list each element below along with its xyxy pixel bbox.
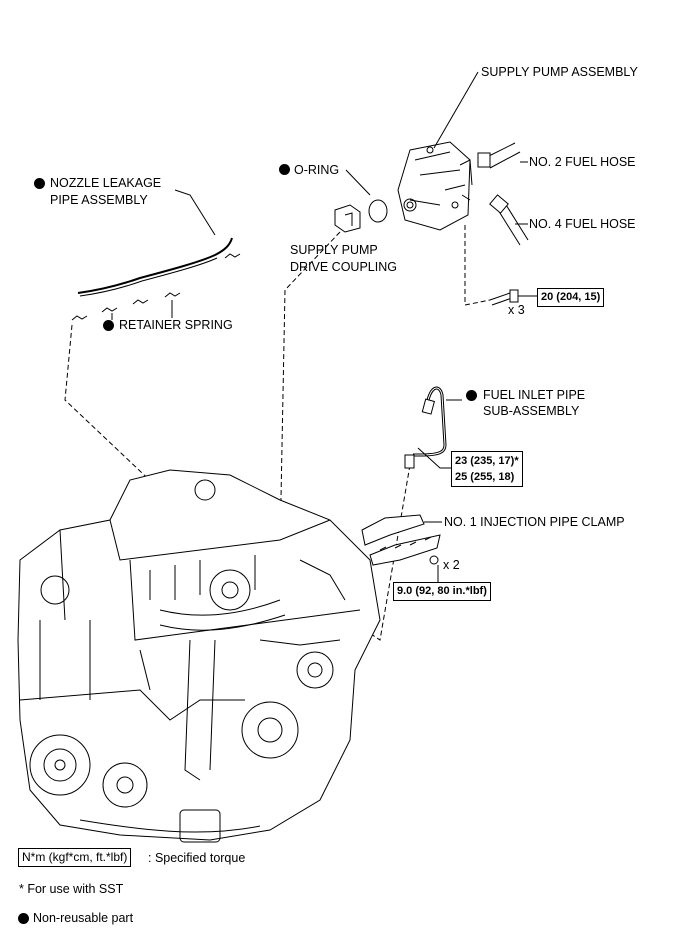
fuel-inlet-torque-box: 23 (235, 17)* 25 (255, 18) [451, 451, 523, 487]
engine-drawing [17, 469, 381, 843]
clamp-nut-qty: x 2 [443, 558, 460, 572]
o-ring-drawing [368, 199, 388, 223]
clamp-nut-torque: 9.0 (92, 80 in.*lbf) [393, 582, 491, 601]
legend-torque-unit: N*m (kgf*cm, ft.*lbf) [18, 848, 132, 867]
coupling-drawing [334, 204, 361, 233]
nozzle-pipe-label-line1: NOZZLE LEAKAGE [50, 176, 162, 190]
pump-bolt-torque: 20 (204, 15) [537, 288, 605, 307]
non-reusable-dot-icon [18, 913, 29, 924]
non-reusable-dot-icon [279, 164, 290, 175]
no2-fuel-hose-drawing [477, 142, 521, 169]
nozzle-pipe-drawing [77, 237, 233, 294]
non-reusable-dot-icon [103, 320, 114, 331]
fuel-inlet-label-line1: FUEL INLET PIPE [483, 388, 586, 402]
clamp-drawing [361, 514, 425, 546]
non-reusable-dot-icon [466, 390, 477, 401]
legend-torque-desc: : Specified torque [148, 851, 246, 865]
supply-pump-assembly-label: SUPPLY PUMP ASSEMBLY [481, 65, 638, 79]
leader-line [433, 71, 479, 149]
coupling-label-line1: SUPPLY PUMP [290, 243, 378, 257]
fuel-inlet-torque: 25 (255, 18) [455, 471, 515, 483]
legend-non-reusable: Non-reusable part [33, 911, 134, 925]
coupling-label-line2: DRIVE COUPLING [290, 260, 397, 274]
nozzle-pipe-label-line2: PIPE ASSEMBLY [50, 193, 148, 207]
injection-clamp-label: NO. 1 INJECTION PIPE CLAMP [444, 515, 625, 529]
no2-fuel-hose-label: NO. 2 FUEL HOSE [529, 155, 636, 169]
fuel-inlet-label-line2: SUB-ASSEMBLY [483, 404, 580, 418]
fuel-inlet-torque-sst: 23 (235, 17)* [455, 455, 519, 467]
pump-bolt-qty: x 3 [508, 303, 525, 317]
no4-fuel-hose-label: NO. 4 FUEL HOSE [529, 217, 636, 231]
bolt-drawing [489, 292, 513, 306]
non-reusable-dot-icon [34, 178, 45, 189]
retainer-spring-label: RETAINER SPRING [119, 318, 233, 332]
legend-sst-note: * For use with SST [19, 882, 124, 896]
no4-fuel-hose-drawing [489, 194, 529, 246]
supply-pump-drawing [397, 141, 473, 231]
o-ring-label: O-RING [294, 163, 340, 177]
